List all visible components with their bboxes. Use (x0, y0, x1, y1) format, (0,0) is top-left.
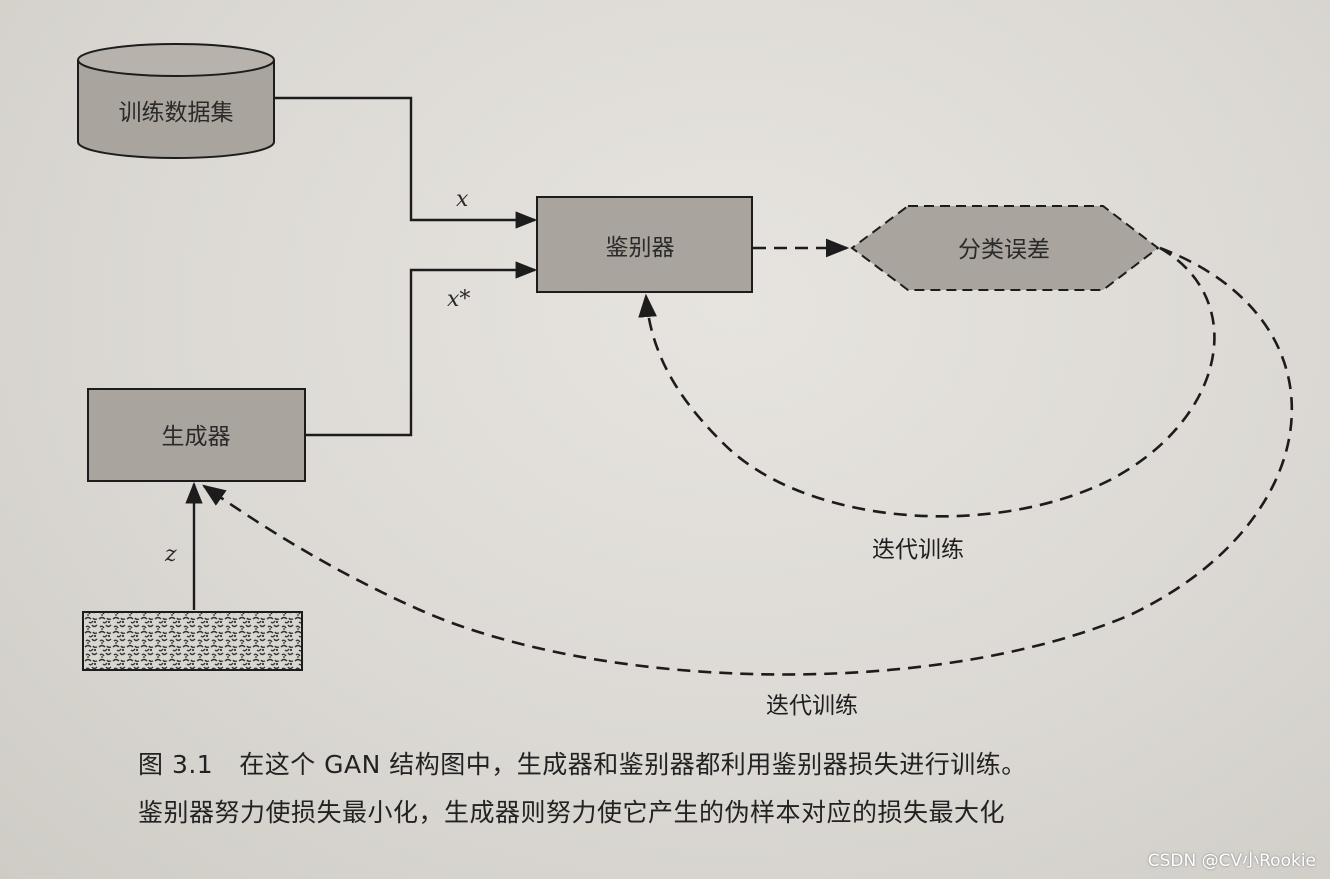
discriminator-box (536, 196, 753, 293)
edge-label-z: z (164, 542, 177, 567)
watermark: CSDN @CV小Rookie (1147, 851, 1316, 871)
loop-discriminator-training (638, 246, 1216, 518)
classification-error-label: 分类误差 (958, 237, 1050, 263)
discriminator-loop-label: 迭代训练 (872, 537, 964, 563)
training-data-node: 训练数据集 (77, 43, 275, 159)
classification-error-hexagon (850, 205, 1160, 291)
generator-node: 生成器 (87, 388, 306, 482)
dashed-connectors (202, 238, 1294, 676)
generator-box (87, 388, 306, 482)
training-data-cylinder-top (77, 43, 275, 77)
discriminator-node: 鉴别器 (536, 196, 753, 293)
figure-number: 图 3.1 (138, 750, 214, 779)
edge-label-x: x (456, 187, 469, 212)
caption-text-2: 鉴别器努力使损失最小化，生成器则努力使它产生的伪样本对应的损失最大化 (138, 798, 1006, 827)
solid-connectors (185, 96, 538, 610)
caption-text-1: 在这个 GAN 结构图中，生成器和鉴别器都利用鉴别器损失进行训练。 (239, 750, 1027, 779)
edge-generator-to-discriminator (306, 261, 538, 437)
loop-generator-training (202, 246, 1294, 676)
discriminator-label: 鉴别器 (606, 235, 675, 261)
generator-label: 生成器 (162, 424, 231, 450)
noise-input-block (82, 611, 303, 671)
caption-line-2: 鉴别器努力使损失最小化，生成器则努力使它产生的伪样本对应的损失最大化 (138, 793, 1005, 829)
training-data-cylinder (77, 60, 275, 159)
classification-error-node: 分类误差 (850, 205, 1160, 291)
caption-line-1: 图 3.1 在这个 GAN 结构图中，生成器和鉴别器都利用鉴别器损失进行训练。 (138, 745, 1027, 781)
edge-label-x-star: x* (447, 287, 470, 312)
edge-data-to-discriminator (275, 96, 538, 229)
training-data-label: 训练数据集 (119, 100, 234, 126)
generator-loop-label: 迭代训练 (766, 693, 858, 719)
